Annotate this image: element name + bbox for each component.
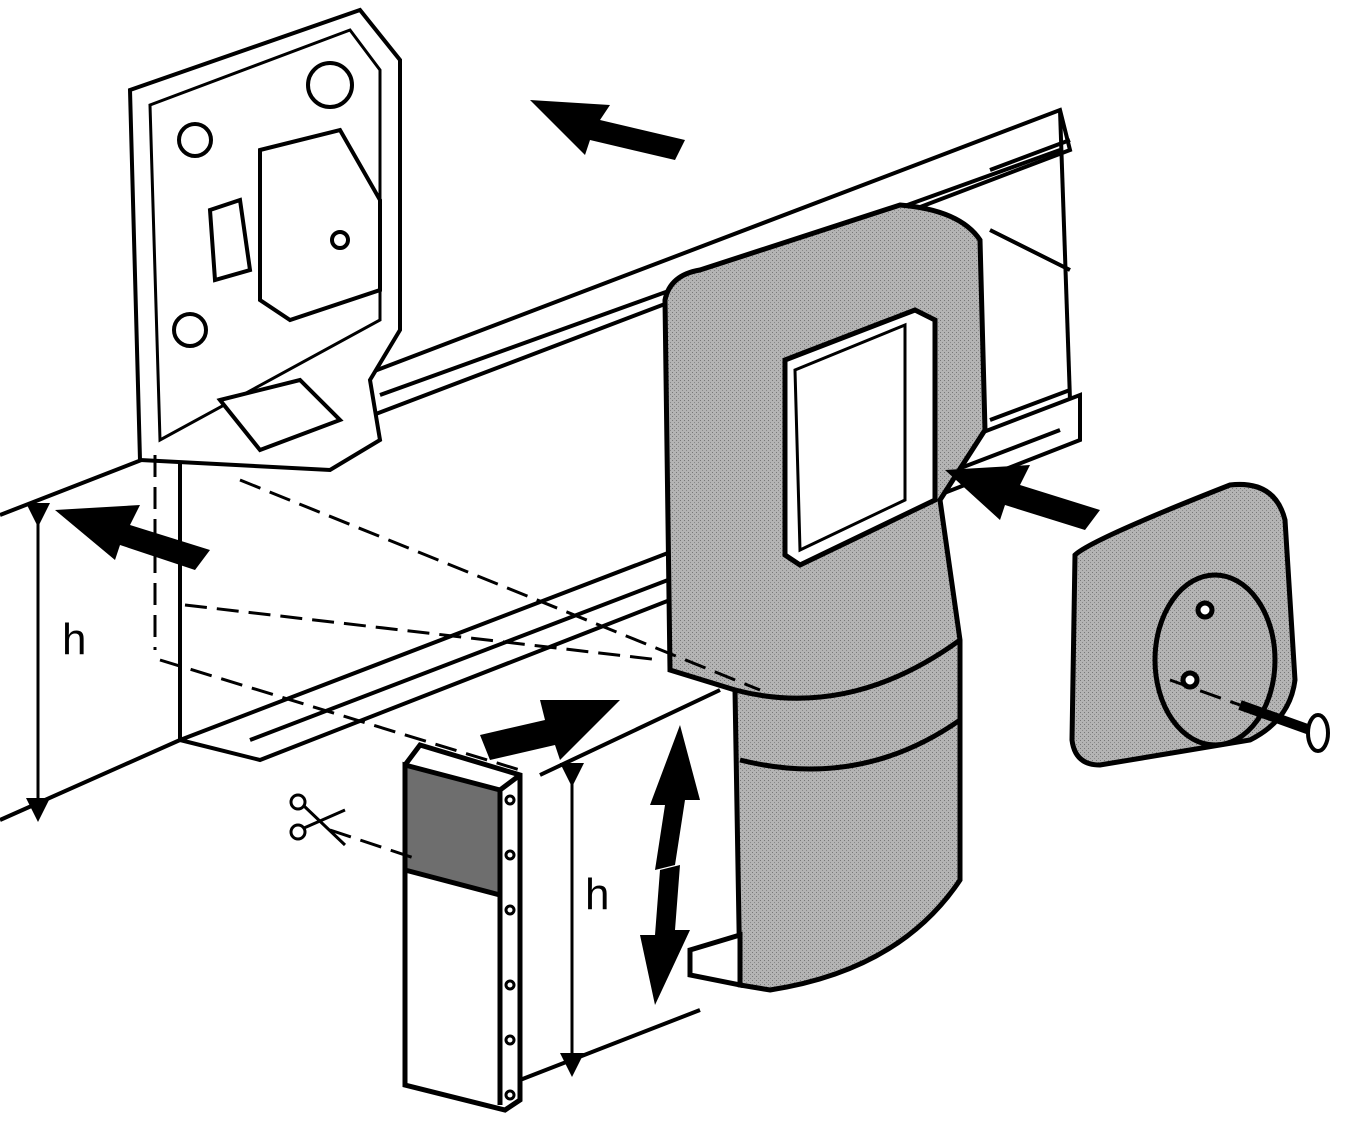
end-piece — [402, 742, 523, 1113]
socket-cover — [1069, 481, 1298, 768]
mounting-frame — [662, 202, 988, 993]
dimension-lines — [26, 503, 584, 1077]
height-label-right: h — [585, 870, 610, 919]
screw-icon — [1238, 700, 1330, 753]
arrow-icon — [55, 100, 1100, 1005]
socket-mechanism — [127, 7, 402, 473]
height-label-left: h — [62, 615, 87, 664]
scissors-icon — [289, 793, 347, 847]
